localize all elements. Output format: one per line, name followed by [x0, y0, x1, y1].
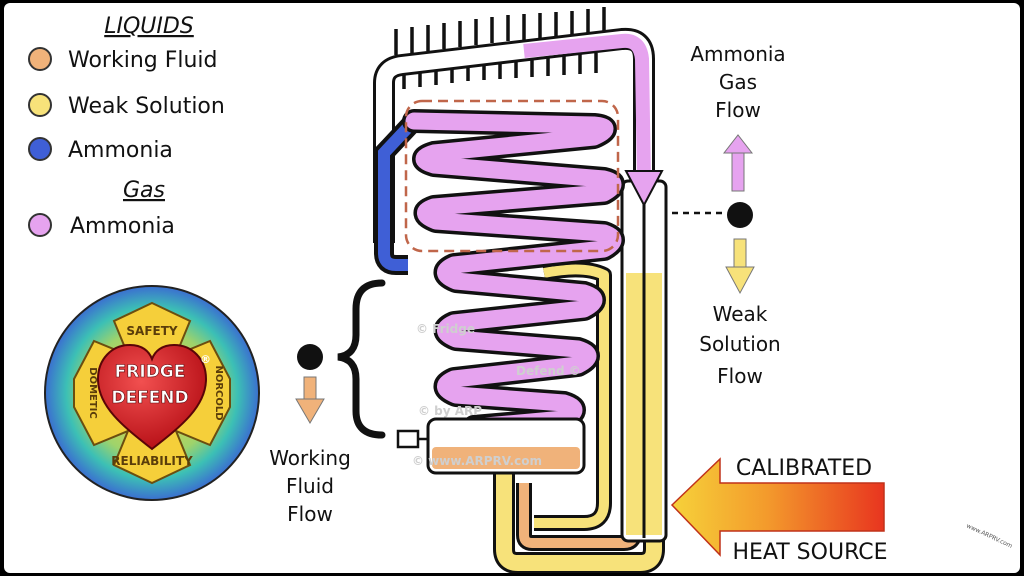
working-fluid-flow-label-3: Flow — [287, 502, 333, 526]
badge-heart-line2: DEFEND — [111, 388, 188, 408]
badge-heart — [96, 343, 208, 451]
ammonia-gas-flow-label-1: Ammonia — [690, 42, 785, 66]
boiler-outer-pipe — [496, 253, 662, 571]
working-fluid-indicator: Working Fluid Flow — [269, 279, 386, 526]
heat-source-label-1: CALIBRATED — [736, 456, 872, 481]
evaporator-dashed-box — [404, 99, 620, 253]
weak-solution-flow-label-3: Flow — [717, 364, 763, 388]
watermark-url: © www.ARPRV.com — [412, 454, 542, 468]
badge-registered-mark: ® — [200, 353, 211, 366]
absorption-fridge-diagram: LIQUIDS Working Fluid Weak Solution Ammo… — [28, 7, 1013, 573]
working-fluid-level — [432, 447, 580, 469]
legend-swatch-ammonia-liquid — [28, 137, 52, 161]
legend: LIQUIDS Working Fluid Weak Solution Ammo… — [28, 14, 225, 239]
badge-text-safety: SAFETY — [126, 324, 178, 338]
fridge-system: © Fridge Defend © © by ARP © www.ARPRV.c… — [373, 7, 668, 573]
legend-swatch-weak-solution — [28, 93, 52, 117]
gas-down-arrow — [624, 170, 664, 208]
ammonia-gas-flow-indicator: Ammonia Gas Flow — [672, 42, 786, 228]
watermark-defend: Defend © — [516, 364, 581, 378]
weak-solution-flow-label-2: Solution — [699, 332, 780, 356]
ammonia-gas-flow-label-3: Flow — [715, 98, 761, 122]
condenser-fins — [394, 7, 606, 89]
diagram-frame: LIQUIDS Working Fluid Weak Solution Ammo… — [4, 3, 1020, 573]
serpentine-gas — [405, 112, 622, 436]
working-fluid-dot — [297, 344, 323, 370]
legend-label-ammonia-gas: Ammonia — [70, 214, 175, 239]
badge-text-reliability: RELIABILITY — [111, 454, 193, 468]
reservoir-vent — [396, 429, 420, 449]
weak-solution-down-arrow — [725, 266, 755, 295]
weak-solution-flow-label-1: Weak — [713, 302, 768, 326]
legend-label-weak-solution: Weak Solution — [68, 94, 225, 119]
watermark-fridge: © Fridge — [416, 322, 475, 336]
legend-label-working-fluid: Working Fluid — [68, 48, 218, 73]
heat-source-label-2: HEAT SOURCE — [732, 540, 887, 565]
working-fluid-flow-label-2: Fluid — [286, 474, 334, 498]
legend-gas-heading: Gas — [123, 178, 165, 203]
legend-swatch-ammonia-gas — [28, 213, 52, 237]
corner-watermark: www.ARPRV.com — [965, 522, 1013, 549]
ammonia-liquid-pipe — [378, 116, 419, 271]
weak-solution-pipe-a — [534, 264, 609, 528]
heat-source-arrow — [670, 457, 885, 557]
badge-heart-line1: FRIDGE — [115, 362, 186, 382]
heat-source-indicator: CALIBRATED HEAT SOURCE www.ARPRV.com — [670, 456, 1013, 565]
fridge-defend-badge: SAFETY RELIABILITY DOMETIC NORCOLD FRIDG… — [44, 285, 260, 501]
separator-dot — [727, 202, 753, 228]
condenser-gas-fill — [523, 33, 651, 182]
gas-up-arrow — [722, 134, 754, 154]
badge-text-dometic: DOMETIC — [87, 367, 98, 418]
working-fluid-down-arrow — [295, 398, 325, 424]
legend-liquids-heading: LIQUIDS — [104, 14, 194, 39]
working-fluid-flow-label-1: Working — [269, 446, 351, 470]
legend-swatch-working-fluid — [28, 47, 52, 71]
absorber-brace — [337, 279, 386, 439]
legend-label-ammonia-liquid: Ammonia — [68, 138, 173, 163]
watermark-by-arp: © by ARP — [418, 404, 482, 418]
weak-solution-flow-indicator: Weak Solution Flow — [699, 238, 781, 388]
ammonia-gas-flow-label-2: Gas — [719, 70, 757, 94]
badge-text-norcold: NORCOLD — [213, 365, 224, 420]
